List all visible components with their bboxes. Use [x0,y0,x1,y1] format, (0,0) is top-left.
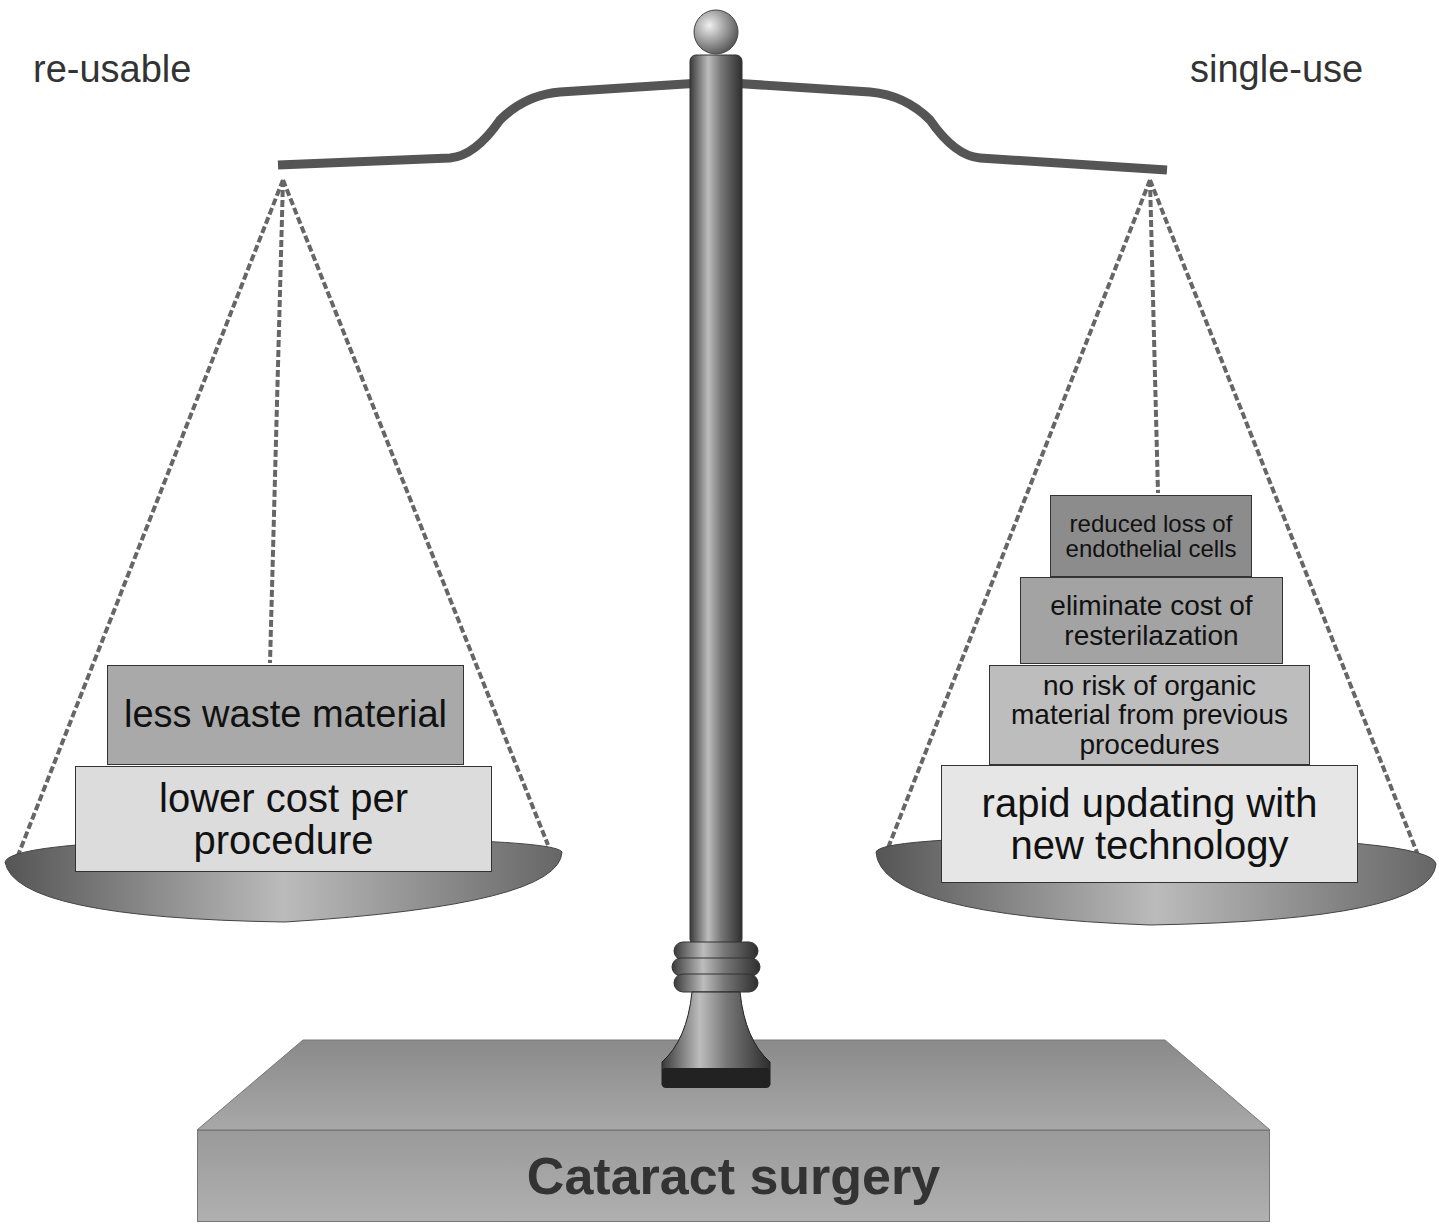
base-title: Cataract surgery [527,1149,940,1204]
pro-box: eliminate cost of resterilazation [1020,577,1283,664]
side-label: re-usable [33,48,191,91]
box-text: rapid updating with new technology [947,782,1352,866]
box-text: less waste material [124,695,447,735]
pro-box: less waste material [107,665,464,765]
pro-box: lower cost per procedure [75,766,492,872]
box-text: no risk of organic material from previou… [995,671,1304,759]
pole [690,55,742,945]
side-label: single-use [1190,48,1363,91]
knob [694,10,738,54]
base-label-box: Cataract surgery [197,1130,1270,1222]
box-text: lower cost per procedure [81,777,486,861]
pro-box: no risk of organic material from previou… [989,665,1310,765]
collar [672,942,760,992]
pro-box: rapid updating with new technology [941,765,1358,883]
foot-ring [662,1068,770,1088]
box-text: eliminate cost of resterilazation [1026,591,1277,650]
pro-box: reduced loss of endothelial cells [1050,495,1252,577]
box-text: reduced loss of endothelial cells [1056,511,1246,561]
